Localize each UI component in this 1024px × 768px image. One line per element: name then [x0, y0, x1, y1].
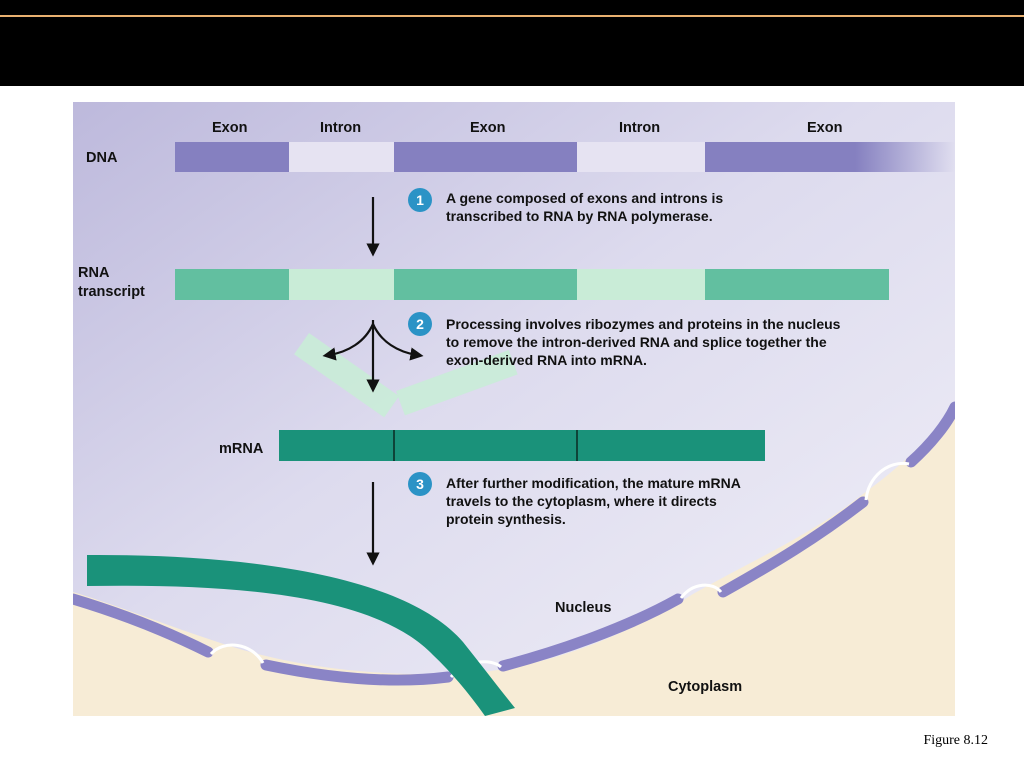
step-number-1: 1: [408, 188, 432, 212]
dna-intron-1: [289, 142, 394, 172]
segment-label: Intron: [320, 120, 362, 136]
rna-transcript-label: RNA transcript: [78, 265, 145, 300]
arrow-splicing-left: [322, 323, 375, 361]
step-text-3: After further modification, the mature m…: [446, 475, 741, 527]
dna-exon-1: [175, 142, 289, 172]
step-number-2: 2: [408, 312, 432, 336]
exported-mrna-strand: [87, 554, 515, 716]
figure-caption: Figure 8.12: [923, 733, 988, 748]
mrna-label: mRNA: [219, 441, 264, 457]
nucleus-label: Nucleus: [555, 600, 612, 616]
rna-intron-2: [577, 269, 705, 300]
segment-label: Exon: [470, 120, 506, 136]
excised-intron-1: [294, 333, 400, 418]
rna-exon-2: [394, 269, 577, 300]
segment-label: Exon: [807, 120, 843, 136]
rna-exon-1: [175, 269, 289, 300]
rna-transcript-bar: [175, 269, 889, 300]
diagram-graphics: [73, 102, 955, 716]
cytoplasm-region: [73, 407, 955, 716]
title-bar-accent-line: [0, 15, 1024, 17]
dna-bar: [175, 142, 955, 172]
process-arrows: [322, 197, 424, 566]
dna-exon-2: [394, 142, 577, 172]
arrow-splicing-right: [371, 323, 424, 361]
segment-label: Exon: [212, 120, 248, 136]
dna-label: DNA: [86, 150, 118, 166]
cytoplasm-label: Cytoplasm: [668, 679, 743, 695]
step-text-1: A gene composed of exons and introns is …: [446, 190, 724, 224]
rna-exon-3: [705, 269, 889, 300]
segment-label: Intron: [619, 120, 661, 136]
title-bar: [0, 0, 1024, 86]
step-number-3: 3: [408, 472, 432, 496]
dna-intron-2: [577, 142, 705, 172]
nuclear-membrane: [73, 401, 955, 686]
figure-panel: Exon Intron Exon Intron Exon DNA RNA tra…: [73, 102, 955, 716]
dna-exon-3: [705, 142, 955, 172]
step-text-2: Processing involves ribozymes and protei…: [446, 316, 841, 368]
mrna-bar: [279, 430, 765, 461]
rna-intron-1: [289, 269, 394, 300]
excised-intron-2: [396, 349, 518, 416]
